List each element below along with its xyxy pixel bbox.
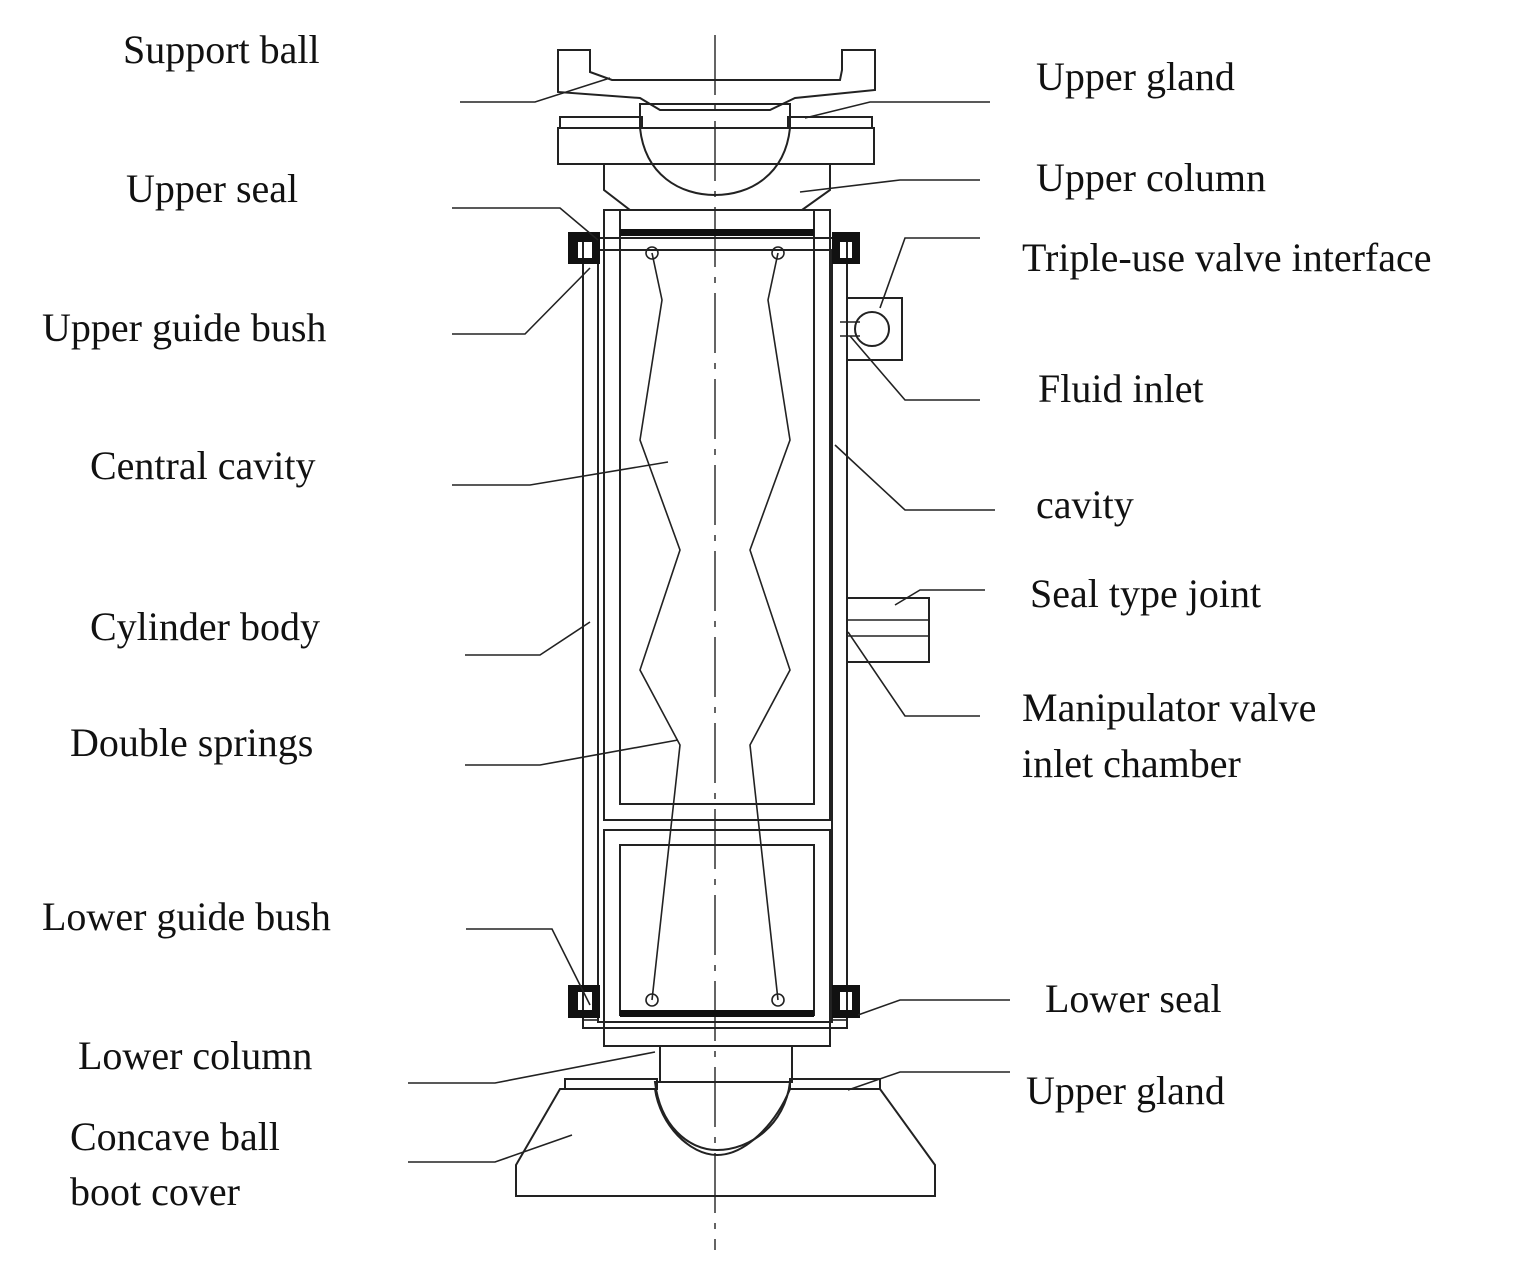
lower-column-assembly (515, 1045, 936, 1197)
concave-ball-boot-cover (515, 1088, 936, 1197)
label-seal-type-joint: Seal type joint (1030, 571, 1261, 616)
label-concave-ball-line1: Concave ball (70, 1114, 280, 1159)
label-central-cavity: Central cavity (90, 443, 315, 488)
label-fluid-inlet: Fluid inlet (1038, 366, 1204, 411)
label-upper-column: Upper column (1036, 155, 1266, 200)
double-springs (639, 246, 791, 1007)
label-upper-guide-bush: Upper guide bush (42, 305, 326, 350)
label-manipulator-valve-line2: inlet chamber (1022, 741, 1241, 786)
triple-use-valve-interface (840, 297, 903, 361)
label-upper-gland-bottom: Upper gland (1026, 1068, 1225, 1113)
label-manipulator-valve-line1: Manipulator valve (1022, 685, 1316, 730)
label-lower-column: Lower column (78, 1033, 312, 1078)
label-lower-seal: Lower seal (1045, 976, 1222, 1021)
label-upper-seal: Upper seal (126, 166, 298, 211)
leader-lines (408, 77, 1010, 1163)
label-concave-ball-line2: boot cover (70, 1169, 240, 1214)
label-lower-guide-bush: Lower guide bush (42, 894, 331, 939)
label-triple-use-valve-interface: Triple-use valve interface (1022, 235, 1431, 280)
label-upper-gland-top: Upper gland (1036, 54, 1235, 99)
label-support-ball: Support ball (123, 27, 320, 72)
seal-type-joint (846, 597, 930, 663)
label-double-springs: Double springs (70, 720, 313, 765)
support-ball (639, 103, 791, 197)
upper-seal (568, 232, 860, 264)
lower-seal (568, 985, 860, 1018)
label-cylinder-body: Cylinder body (90, 604, 320, 649)
upper-gland-assembly (557, 49, 876, 211)
label-cavity: cavity (1036, 482, 1134, 527)
